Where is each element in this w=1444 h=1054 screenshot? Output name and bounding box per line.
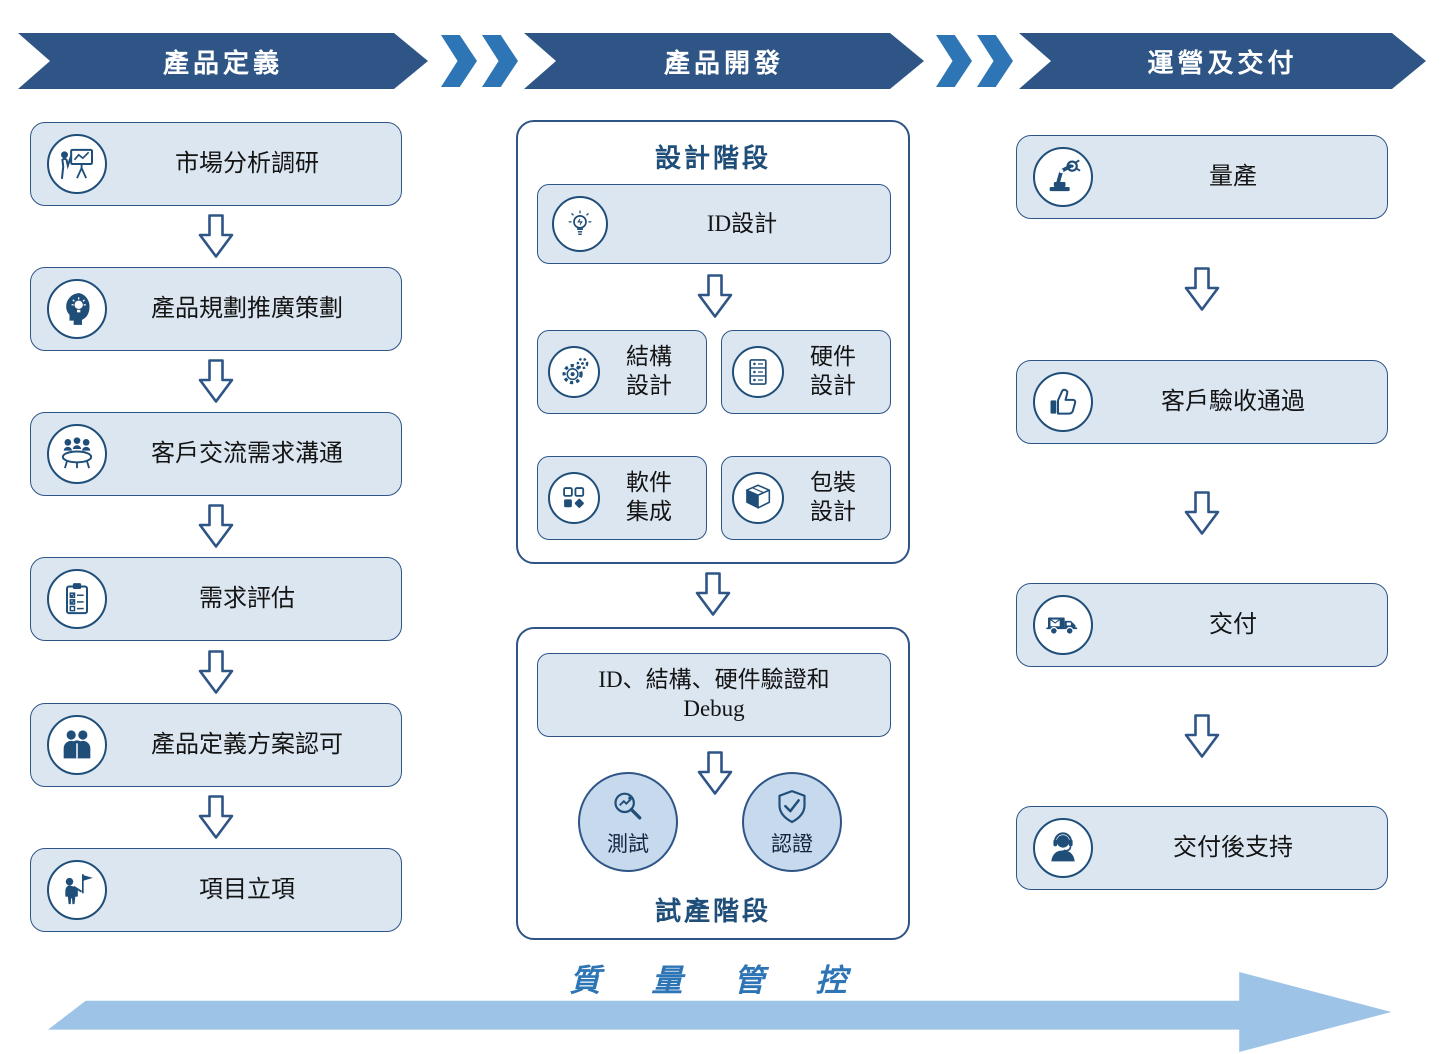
- card-customer-communication: 客戶交流需求溝通: [30, 412, 402, 496]
- step-label: 包裝 設計: [810, 470, 856, 524]
- down-arrow-icon: [198, 650, 234, 694]
- card-market-analysis: 市場分析調研: [30, 122, 402, 206]
- badge-test: 測試: [578, 772, 678, 872]
- card-verification-debug: ID、結構、硬件驗證和 Debug: [537, 653, 891, 737]
- down-arrow-icon: [198, 214, 234, 258]
- server-icon: [732, 346, 784, 398]
- stage-banner-label: 產品開發: [663, 47, 784, 78]
- stage-banner-product-definition: 產品定義: [18, 33, 428, 89]
- card-post-delivery-support: 交付後支持: [1016, 806, 1388, 890]
- design-stage-title: 設計階段: [654, 143, 771, 173]
- down-arrow-icon: [198, 504, 234, 548]
- badge-label: 認證: [771, 831, 813, 856]
- down-arrow-icon: [697, 274, 733, 318]
- modules-icon: [548, 472, 600, 524]
- card-hardware-design: 硬件 設計: [721, 330, 891, 414]
- package-icon: [732, 472, 784, 524]
- card-mass-production: 量產: [1016, 135, 1388, 219]
- step-label: 客戶驗收通過: [1161, 389, 1305, 415]
- thumbs-up-icon: [1033, 372, 1093, 432]
- lightbulb-icon: [552, 196, 608, 252]
- chevron-right-icon: [441, 35, 477, 87]
- step-label: 項目立項: [199, 877, 295, 903]
- card-delivery: 交付: [1016, 583, 1388, 667]
- flag-bearer-icon: [47, 860, 107, 920]
- card-software-integration: 軟件 集成: [537, 456, 707, 540]
- stage-banner-operations-delivery: 運營及交付: [1019, 33, 1426, 89]
- step-label: 需求評估: [199, 586, 295, 612]
- card-requirement-evaluation: 需求評估: [30, 557, 402, 641]
- down-arrow-icon: [1184, 714, 1220, 758]
- chevron-right-icon: [482, 35, 518, 87]
- stage-banner-label: 產品定義: [162, 47, 283, 78]
- step-label: 結構 設計: [626, 344, 672, 398]
- down-arrow-icon: [198, 795, 234, 839]
- trial-stage-box: ID、結構、硬件驗證和 Debug 測試 認證 試產階段: [516, 627, 910, 940]
- down-arrow-icon: [697, 751, 733, 795]
- step-label: 市場分析調研: [175, 151, 319, 177]
- down-arrow-icon: [1184, 267, 1220, 311]
- step-label: 客戶交流需求溝通: [151, 441, 343, 467]
- design-stage-box: 設計階段 ID設計 結構 設計 硬件 設計 軟件 集成: [516, 120, 910, 564]
- step-label: 軟件 集成: [626, 470, 672, 524]
- trial-stage-title: 試產階段: [654, 896, 771, 926]
- down-arrow-icon: [198, 359, 234, 403]
- delivery-truck-icon: [1033, 595, 1093, 655]
- stage-banner-label: 運營及交付: [1147, 47, 1298, 78]
- card-packaging-design: 包裝 設計: [721, 456, 891, 540]
- down-arrow-icon: [695, 572, 731, 616]
- partnership-icon: [47, 715, 107, 775]
- step-label: 產品規劃推廣策劃: [151, 296, 343, 322]
- badge-label: 測試: [607, 831, 649, 856]
- meeting-icon: [47, 424, 107, 484]
- stage-separator-1: [441, 35, 518, 87]
- stage-separator-2: [936, 35, 1013, 87]
- badge-certification: 認證: [742, 772, 842, 872]
- presentation-icon: [47, 134, 107, 194]
- step-label: ID設計: [706, 210, 778, 236]
- checklist-icon: [47, 569, 107, 629]
- quality-control-label: 質 量 管 控: [569, 963, 857, 998]
- step-label: 量產: [1209, 164, 1257, 190]
- step-label: 產品定義方案認可: [151, 732, 343, 758]
- card-definition-approval: 產品定義方案認可: [30, 703, 402, 787]
- step-label: ID、結構、硬件驗證和 Debug: [598, 667, 830, 721]
- support-agent-icon: [1033, 818, 1093, 878]
- step-label: 硬件 設計: [810, 344, 856, 398]
- chevron-right-icon: [977, 35, 1013, 87]
- magnifier-icon: [608, 787, 648, 827]
- robot-arm-icon: [1033, 147, 1093, 207]
- stage-banner-product-development: 產品開發: [524, 33, 924, 89]
- step-label: 交付後支持: [1173, 835, 1293, 861]
- shield-check-icon: [772, 787, 812, 827]
- card-id-design: ID設計: [537, 184, 891, 264]
- card-product-planning: 產品規劃推廣策劃: [30, 267, 402, 351]
- gears-icon: [548, 346, 600, 398]
- card-structure-design: 結構 設計: [537, 330, 707, 414]
- card-project-initiation: 項目立項: [30, 848, 402, 932]
- step-label: 交付: [1209, 612, 1257, 638]
- card-customer-acceptance: 客戶驗收通過: [1016, 360, 1388, 444]
- chevron-right-icon: [936, 35, 972, 87]
- idea-head-icon: [47, 279, 107, 339]
- down-arrow-icon: [1184, 491, 1220, 535]
